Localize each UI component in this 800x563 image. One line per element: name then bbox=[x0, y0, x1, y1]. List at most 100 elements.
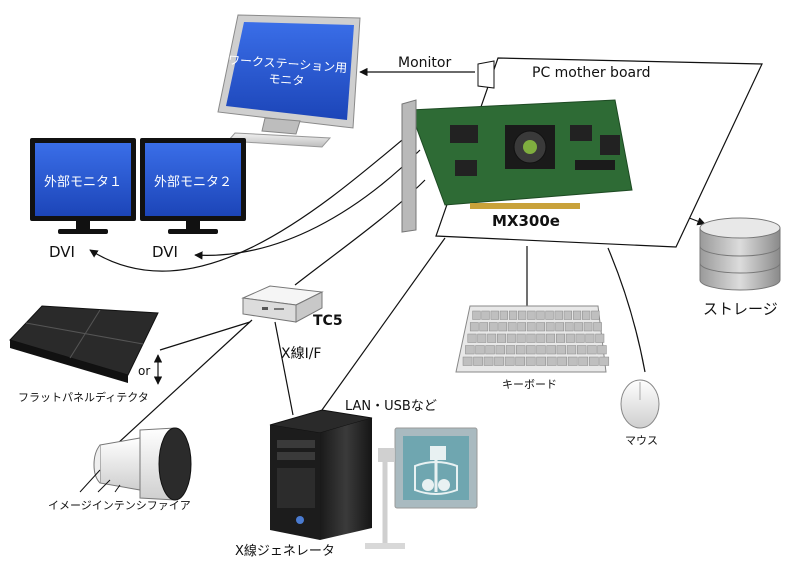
keyboard-key bbox=[490, 310, 499, 320]
keyboard-key bbox=[498, 322, 508, 332]
keyboard-key bbox=[536, 333, 546, 343]
keyboard-key bbox=[483, 356, 494, 366]
tc5-label: TC5 bbox=[313, 313, 343, 329]
lan-usb-label: LAN・USBなど bbox=[345, 399, 437, 414]
keyboard-key bbox=[546, 333, 556, 343]
keyboard-key bbox=[526, 333, 536, 343]
external-monitor-1-label: 外部モニタ１ bbox=[43, 175, 122, 190]
xray-viewer-icon bbox=[365, 427, 478, 549]
keyboard-key bbox=[545, 322, 555, 332]
keyboard-key bbox=[488, 322, 498, 332]
pc-mother-board-label: PC mother board bbox=[532, 65, 651, 81]
keyboard-key bbox=[593, 322, 602, 332]
keyboard-key bbox=[546, 356, 557, 366]
tc5-box-icon bbox=[241, 285, 324, 323]
xray-if-label: X線I/F bbox=[281, 346, 322, 362]
keyboard-key bbox=[487, 333, 497, 343]
keyboard-key bbox=[574, 322, 583, 332]
keyboard-key bbox=[525, 356, 536, 366]
keyboard-key bbox=[565, 333, 575, 343]
keyboard-key bbox=[505, 345, 516, 355]
mouse-icon bbox=[620, 379, 660, 429]
keyboard-key bbox=[473, 356, 483, 366]
keyboard-key bbox=[583, 322, 593, 332]
keyboard-key bbox=[595, 333, 605, 343]
mouse-label: マウス bbox=[625, 434, 658, 447]
keyboard-key bbox=[508, 310, 518, 320]
keyboard-key bbox=[467, 333, 477, 343]
keyboard-key bbox=[577, 345, 587, 355]
monitor-label: Monitor bbox=[398, 55, 452, 71]
keyboard-key bbox=[597, 345, 607, 355]
image-intensifier-icon bbox=[79, 427, 192, 501]
dvi-label-2: DVI bbox=[152, 243, 178, 261]
keyboard-key bbox=[578, 356, 589, 366]
xray-generator-tower-icon bbox=[269, 409, 373, 540]
keyboard-key bbox=[554, 310, 563, 320]
external-monitor-1-icon bbox=[30, 138, 136, 234]
keyboard-key bbox=[546, 345, 556, 355]
keyboard-key bbox=[506, 333, 516, 343]
keyboard-key bbox=[545, 310, 554, 320]
keyboard-key bbox=[472, 310, 481, 320]
keyboard-key bbox=[485, 345, 495, 355]
keyboard-key bbox=[465, 345, 475, 355]
keyboard-key bbox=[566, 345, 577, 355]
or-label: or bbox=[138, 364, 151, 378]
external-monitor-2-icon bbox=[140, 138, 246, 234]
keyboard-icon bbox=[455, 305, 610, 373]
xray-generator-label: X線ジェネレータ bbox=[235, 544, 335, 559]
keyboard-key bbox=[563, 310, 572, 320]
storage-label: ストレージ bbox=[703, 300, 778, 318]
keyboard-key bbox=[495, 345, 505, 355]
keyboard-key bbox=[516, 345, 526, 355]
keyboard-key bbox=[518, 310, 527, 320]
keyboard-key bbox=[526, 345, 536, 355]
keyboard-key bbox=[556, 333, 565, 343]
keyboard-key bbox=[497, 333, 506, 343]
storage-database-icon bbox=[699, 217, 781, 291]
keyboard-key bbox=[526, 322, 536, 332]
keyboard-key bbox=[567, 356, 578, 366]
keyboard-key bbox=[599, 356, 610, 366]
keyboard-key bbox=[504, 356, 515, 366]
keyboard-key bbox=[591, 310, 600, 320]
connection-lines bbox=[89, 67, 706, 456]
keyboard-key bbox=[557, 356, 567, 366]
keyboard-key bbox=[475, 345, 485, 355]
keyboard-key bbox=[515, 356, 525, 366]
flat-panel-label: フラットパネルディテクタ bbox=[18, 391, 149, 404]
keyboard-label: キーボード bbox=[502, 378, 557, 391]
keyboard-key bbox=[588, 356, 599, 366]
keyboard-key bbox=[585, 333, 595, 343]
keyboard-key bbox=[462, 356, 473, 366]
keyboard-key bbox=[564, 322, 574, 332]
flat-panel-detector-icon bbox=[9, 305, 159, 383]
keyboard-key bbox=[479, 322, 489, 332]
keyboard-key bbox=[516, 333, 526, 343]
keyboard-key bbox=[587, 345, 597, 355]
keyboard-key bbox=[536, 322, 545, 332]
keyboard-key bbox=[556, 345, 566, 355]
keyboard-key bbox=[582, 310, 591, 320]
image-intensifier-label: イメージインテンシファイア bbox=[48, 499, 191, 512]
keyboard-key bbox=[517, 322, 526, 332]
keyboard-key bbox=[527, 310, 536, 320]
workstation-monitor-icon bbox=[217, 14, 361, 148]
mx300e-board-icon bbox=[401, 99, 633, 233]
board-name-label: MX300e bbox=[492, 212, 560, 230]
keyboard-key bbox=[499, 310, 508, 320]
keyboard-key bbox=[507, 322, 517, 332]
external-monitor-2-label: 外部モニタ２ bbox=[153, 175, 232, 190]
keyboard-key bbox=[494, 356, 504, 366]
keyboard-key bbox=[469, 322, 479, 332]
keyboard-key bbox=[481, 310, 490, 320]
keyboard-key bbox=[536, 356, 546, 366]
dvi-label-1: DVI bbox=[49, 243, 75, 261]
keyboard-key bbox=[555, 322, 564, 332]
keyboard-key bbox=[572, 310, 582, 320]
keyboard-key bbox=[575, 333, 585, 343]
keyboard-key bbox=[536, 345, 546, 355]
keyboard-key bbox=[536, 310, 545, 320]
